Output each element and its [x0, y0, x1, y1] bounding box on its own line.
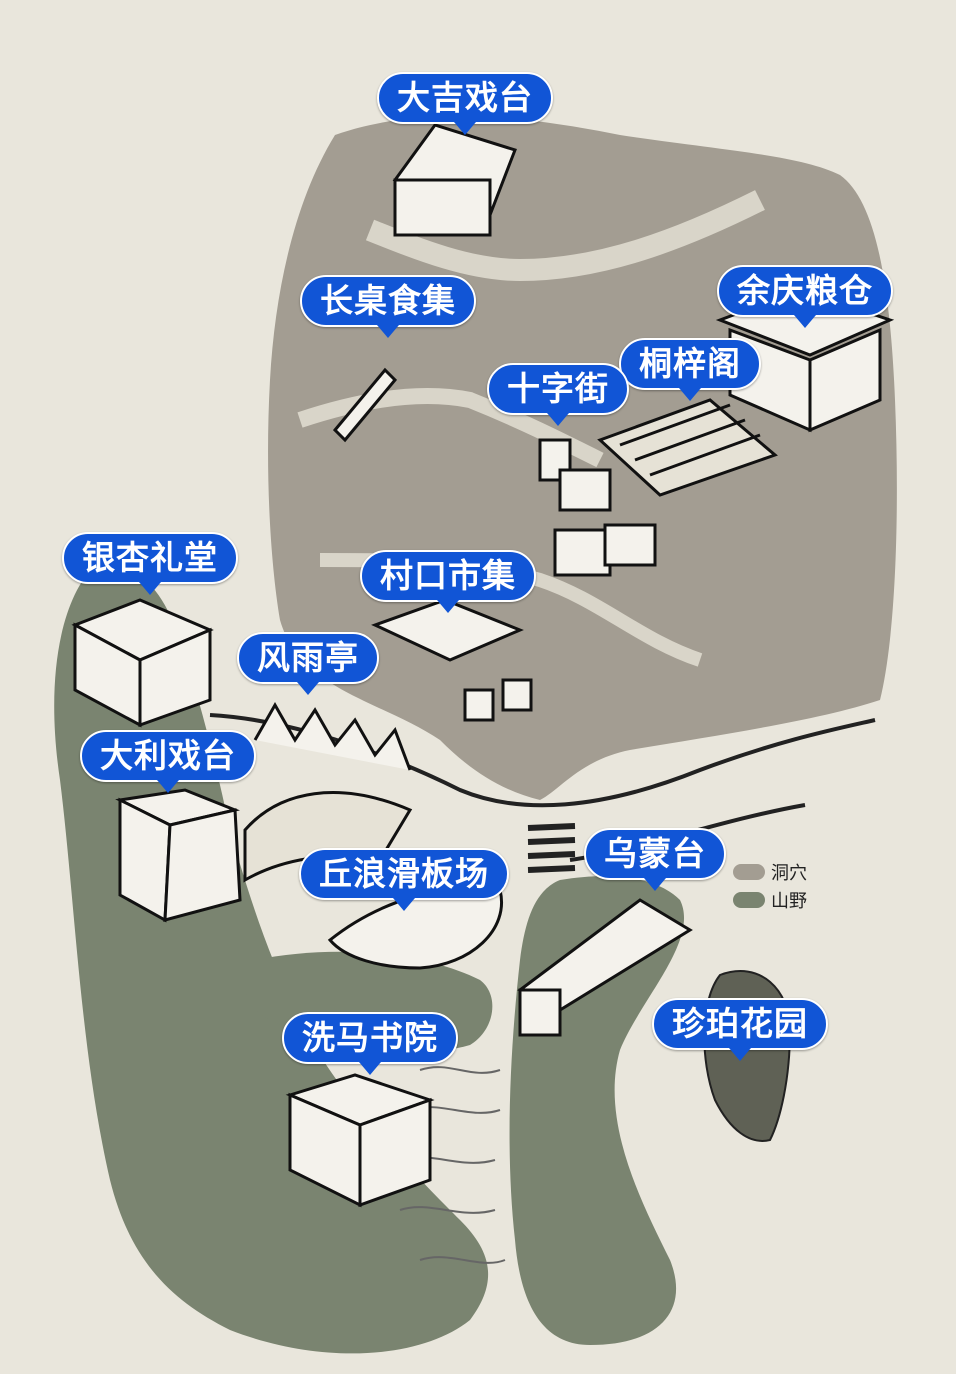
- building-village-market: [371, 598, 533, 722]
- pin-pointer-icon: [393, 898, 415, 911]
- pin-pointer-icon: [794, 315, 816, 328]
- crosswalk: [527, 823, 576, 873]
- pin-label-wind-rain-pavilion: 风雨亭: [237, 632, 379, 684]
- pin-wave-skatepark[interactable]: 丘浪滑板场: [299, 848, 509, 911]
- pin-pointer-icon: [454, 122, 476, 135]
- building-daji-stage: [392, 123, 517, 237]
- pin-xima-academy[interactable]: 洗马书院: [282, 1012, 458, 1075]
- pin-tongzi-pavilion[interactable]: 桐梓阁: [619, 338, 761, 401]
- pin-label-cross-street: 十字街: [487, 363, 629, 415]
- cave-path: [365, 190, 765, 282]
- pin-pointer-icon: [297, 682, 319, 695]
- pin-label-village-market: 村口市集: [360, 550, 536, 602]
- legend-swatch-cave: [733, 864, 765, 880]
- pin-zhenpo-garden[interactable]: 珍珀花园: [652, 998, 828, 1061]
- pin-label-ginkgo-hall: 银杏礼堂: [62, 532, 238, 584]
- legend-item-cave: 洞穴: [733, 858, 807, 886]
- building-xima-academy: [285, 1073, 435, 1208]
- pin-yuqing-granary[interactable]: 余庆粮仓: [717, 265, 893, 328]
- pin-cross-street[interactable]: 十字街: [487, 363, 629, 426]
- building-cross-street: [538, 438, 657, 577]
- pin-pointer-icon: [644, 878, 666, 891]
- pin-label-dali-stage: 大利戏台: [80, 730, 256, 782]
- legend-label-wild: 山野: [771, 891, 807, 912]
- pin-label-tongzi-pavilion: 桐梓阁: [619, 338, 761, 390]
- pin-label-wumeng-platform: 乌蒙台: [584, 828, 726, 880]
- pin-pointer-icon: [377, 325, 399, 338]
- pin-label-zhenpo-garden: 珍珀花园: [652, 998, 828, 1050]
- pin-pointer-icon: [679, 388, 701, 401]
- pin-label-yuqing-granary: 余庆粮仓: [717, 265, 893, 317]
- pin-label-long-table-market: 长桌食集: [300, 275, 476, 327]
- building-tongzi-pavilion: [597, 398, 778, 497]
- pin-pointer-icon: [157, 780, 179, 793]
- pin-long-table-market[interactable]: 长桌食集: [300, 275, 476, 338]
- pin-pointer-icon: [437, 600, 459, 613]
- building-dali-stage: [115, 788, 242, 923]
- pin-daji-stage[interactable]: 大吉戏台: [377, 72, 553, 135]
- pin-label-wave-skatepark: 丘浪滑板场: [299, 848, 509, 900]
- pin-wumeng-platform[interactable]: 乌蒙台: [584, 828, 726, 891]
- pin-pointer-icon: [139, 582, 161, 595]
- building-wumeng-platform: [517, 898, 693, 1037]
- pin-pointer-icon: [359, 1062, 381, 1075]
- legend-item-wild: 山野: [733, 886, 807, 914]
- pin-dali-stage[interactable]: 大利戏台: [80, 730, 256, 793]
- building-long-table: [332, 367, 398, 443]
- map-legend: 洞穴 山野: [733, 858, 807, 914]
- road-line: [209, 713, 876, 808]
- pin-pointer-icon: [547, 413, 569, 426]
- building-ginkgo-hall: [71, 598, 214, 728]
- pin-village-market[interactable]: 村口市集: [360, 550, 536, 613]
- pin-label-xima-academy: 洗马书院: [282, 1012, 458, 1064]
- pin-pointer-icon: [729, 1048, 751, 1061]
- legend-label-cave: 洞穴: [771, 863, 807, 884]
- legend-swatch-wild: [733, 892, 765, 908]
- pin-wind-rain-pavilion[interactable]: 风雨亭: [237, 632, 379, 695]
- pin-ginkgo-hall[interactable]: 银杏礼堂: [62, 532, 238, 595]
- building-wind-rain-pavilion: [243, 701, 413, 883]
- pin-label-daji-stage: 大吉戏台: [377, 72, 553, 124]
